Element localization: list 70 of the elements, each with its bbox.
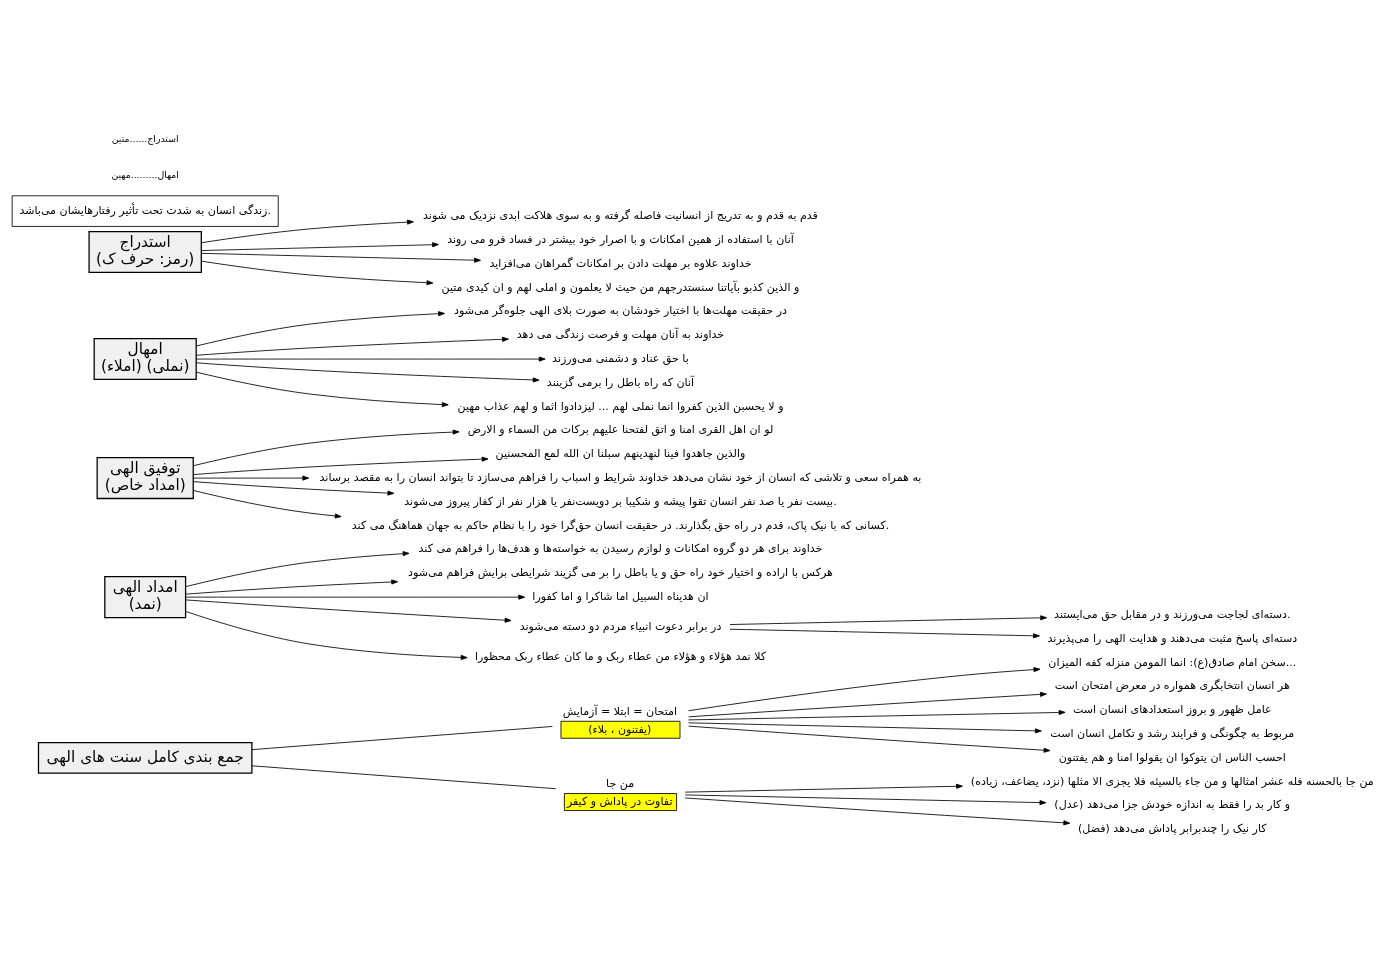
- node-text: مربوط به چگونگی و فرایند رشد و تکامل انسان است: [1050, 726, 1295, 740]
- node-text: دسته‌ای لجاجت می‌ورزند و در مقابل حق می‌ایستند.: [1054, 607, 1291, 621]
- node-label: من جا: [606, 777, 635, 791]
- node-text: خداوند علاوه بر مهلت دادن بر امکانات گمراهان می‌افزاید: [489, 256, 752, 270]
- connector: [251, 765, 557, 790]
- node-box: زندگی انسان به شدت تحت تأثیر رفتارهایشان می‌باشد.: [11, 195, 279, 227]
- arrow: [729, 615, 1048, 625]
- label: استدراج......متین: [111, 133, 179, 145]
- node-text: آنان با استفاده از همین امکانات و با اصرار خود بیشتر در فساد فرو می روند: [447, 232, 794, 246]
- arrow: [195, 371, 449, 408]
- arrow: [688, 667, 1041, 712]
- arrow: [193, 429, 460, 467]
- arrow: [193, 490, 342, 519]
- arrow: [688, 691, 1047, 718]
- arrow: [193, 475, 310, 481]
- arrow: [684, 783, 963, 793]
- node-text: و کار بد را فقط به اندازه خودش جزا می‌دهد (عدل): [1054, 798, 1291, 812]
- arrow: [185, 594, 526, 600]
- node-text: کلا نمد هؤلاء و هؤلاء من عطاء ربک و ما کان عطاء ربک محظورا: [474, 649, 767, 663]
- node-text: ان هدیناه السبیل اما شاکرا و اما کفورا: [532, 590, 709, 604]
- node-box: توفیق الهی (امداد خاص): [96, 457, 194, 500]
- arrow: [185, 610, 468, 660]
- node-text: عامل ظهور و بروز استعدادهای انسان است: [1072, 703, 1272, 717]
- node-text: قدم به قدم و به تدریج از انسانیت فاصله گرفته و به سوی هلاکت ابدی نزدیک می شوند: [423, 209, 818, 223]
- node-box: امهال (املاء) (نملی): [93, 338, 197, 381]
- arrow: [201, 242, 439, 251]
- node-text: در حقیقت مهلت‌ها با اختیار خودشان به صورت بلای الهی جلوه‌گر می‌شود: [454, 304, 787, 318]
- label: امهال.........مهین: [111, 168, 179, 180]
- arrow: [195, 362, 540, 383]
- node-text: و لا یحسبن الذین کفروا انما نملی لهم ... لیزدادوا اثما و لهم عذاب مهین: [457, 399, 784, 413]
- arrow: [195, 356, 546, 362]
- arrow: [684, 794, 1047, 806]
- node-text: به همراه سعی و تلاشی که انسان از خود نشان می‌دهد خداوند شرایط و اسباب را فراهم می‌سازد تا بتواند انسان را به مقصد برساند: [319, 470, 922, 484]
- arrow: [193, 481, 395, 496]
- arrow: [201, 252, 481, 263]
- arrow: [195, 311, 445, 347]
- arrow: [185, 599, 512, 623]
- node-text: کسانی که با نیک پاک، قدم در راه حق بگذارند. در حقیقت انسان حق‌گرا خود را با نظام حاکم به جهان هماهنگ می کند.: [351, 518, 890, 532]
- node-text: دسته‌ای پاسخ مثبت می‌دهند و هدایت الهی را می‌پذیرند: [1047, 631, 1298, 645]
- node-text: احسب الناس ان یتوکوا ان یقولوا امنا و هم یفتنون: [1058, 750, 1286, 764]
- node-text: بیست نفر یا صد نفر انسان تقوا پیشه و شکیبا بر دویست‌نفر یا هزار نفر از کفار پیروز می‌شوند.: [404, 494, 837, 508]
- node-text: و الذین کذبو بآیاتنا سنستدرجهم من حیث لا یعلمون و املی لهم و ان کیدی متین: [441, 280, 800, 294]
- arrow: [185, 579, 399, 595]
- arrow: [201, 219, 414, 244]
- node-text: کار نیک را چندبرابر پاداش می‌دهد (فضل): [1078, 822, 1267, 836]
- arrow: [729, 628, 1040, 639]
- node-text: هرکس با اراده و اختیار خود راه حق و یا باطل را بر می گزیند شرایطی برایش فراهم می‌شود: [408, 566, 833, 580]
- arrow: [684, 797, 1071, 826]
- arrow: [688, 725, 1051, 753]
- node-text: سخن امام صادق(ع): انما المومن منزله کفه المیزان...: [1048, 655, 1297, 669]
- node-box: امداد الهی (نمد): [104, 576, 187, 619]
- node-text: خداوند به آنان مهلت و فرصت زندگی می دهد: [516, 328, 725, 342]
- node-text: با حق عناد و دشمنی می‌ورزند: [552, 351, 689, 365]
- arrow: [193, 456, 489, 475]
- node-text: والذین جاهدوا فینا لنهدینهم سبلنا ان الله لمع المحسنین: [495, 447, 746, 461]
- arrow: [195, 336, 509, 356]
- node-text: آنان که راه باطل را برمی گزینند: [546, 375, 695, 389]
- node-text: خداوند برای هر دو گروه امکانات و لوازم رسیدن به خواسته‌ها و هدف‌ها را فراهم می کند: [418, 542, 823, 556]
- node-text: هر انسان انتخابگری همواره در معرض امتحان است: [1054, 679, 1290, 693]
- node-text: در برابر دعوت انبیاء مردم دو دسته می‌شوند: [519, 619, 722, 633]
- arrow: [688, 722, 1042, 734]
- node-box: جمع بندی کامل سنت های الهی: [37, 741, 253, 774]
- node-text: من جا بالحسنه فله عشر امثالها و من جاء بالسیئه فلا یجزی الا مثلها (نزد، یضاعف، زیاده): [970, 774, 1374, 788]
- arrow: [201, 260, 434, 286]
- arrow: [688, 709, 1066, 721]
- connector: [251, 726, 553, 751]
- node-label: امتحان = ابتلا = آزمایش: [562, 704, 678, 718]
- node-box: استدراج (رمز: حرف ک): [88, 230, 202, 273]
- arrow: [185, 551, 410, 588]
- node-text: لو ان اهل القری امنا و اتق لفتحنا علیهم برکات من السماء و الارض: [467, 423, 774, 437]
